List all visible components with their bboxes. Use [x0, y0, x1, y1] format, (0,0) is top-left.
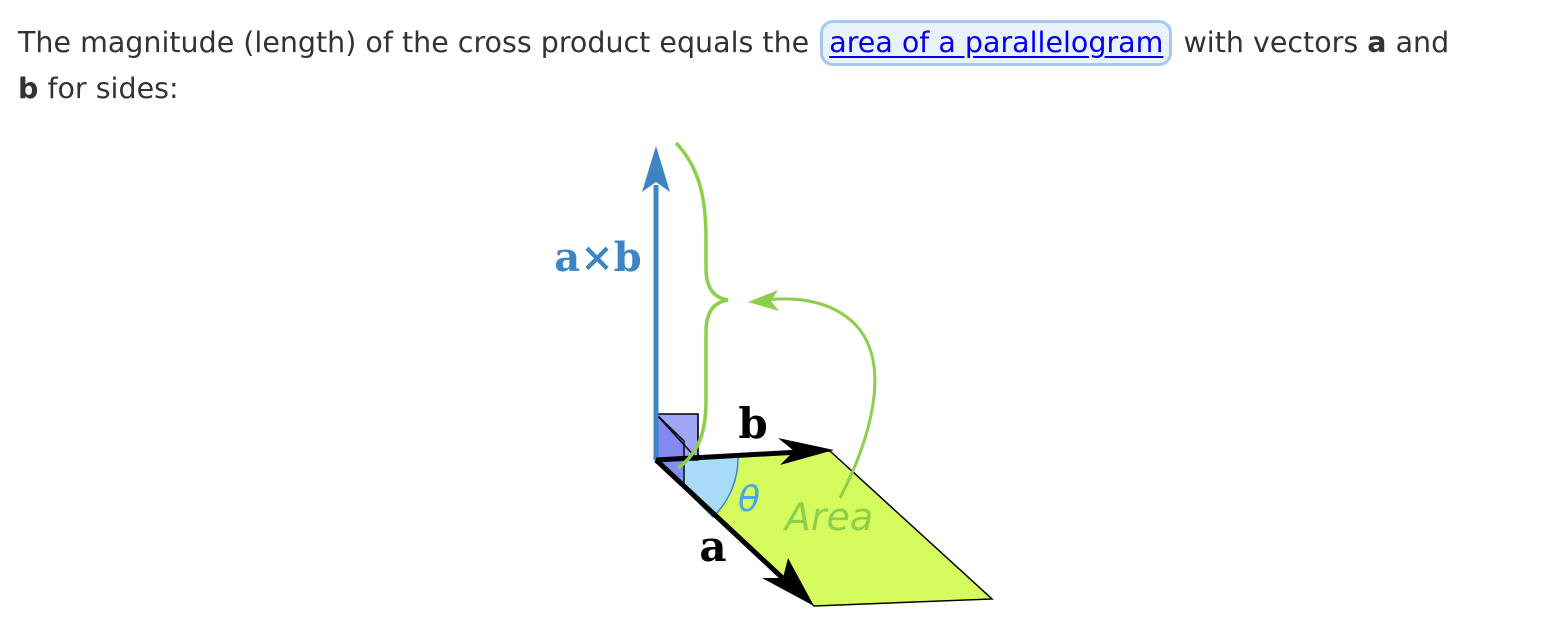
text-before-link: The magnitude (length) of the cross prod…	[18, 26, 819, 59]
cross-product-arrowhead	[642, 146, 670, 192]
description-paragraph: The magnitude (length) of the cross prod…	[18, 20, 1533, 111]
vector-a-arrowhead	[762, 558, 814, 606]
area-pointer-arrowhead	[748, 290, 779, 311]
label-b: b	[738, 399, 767, 448]
parallelogram-area-link[interactable]: area of a parallelogram	[829, 26, 1164, 59]
text-middle: with vectors	[1174, 26, 1368, 59]
vector-b-arrowhead	[778, 438, 834, 465]
label-theta: θ	[738, 479, 760, 520]
label-a: a	[699, 522, 726, 571]
text-and: and	[1386, 26, 1450, 59]
text-after: for sides:	[38, 72, 179, 105]
area-brace	[674, 141, 729, 470]
vector-b-line	[655, 449, 801, 463]
vector-a-line	[654, 458, 792, 587]
link-focus-ring: area of a parallelogram	[820, 20, 1173, 66]
area-pointer-curve	[764, 297, 877, 499]
vector-a-bold: a	[1367, 26, 1387, 59]
label-axb: a×b	[554, 234, 641, 281]
label-area: Area	[782, 495, 873, 539]
vector-b-bold: b	[18, 72, 39, 105]
